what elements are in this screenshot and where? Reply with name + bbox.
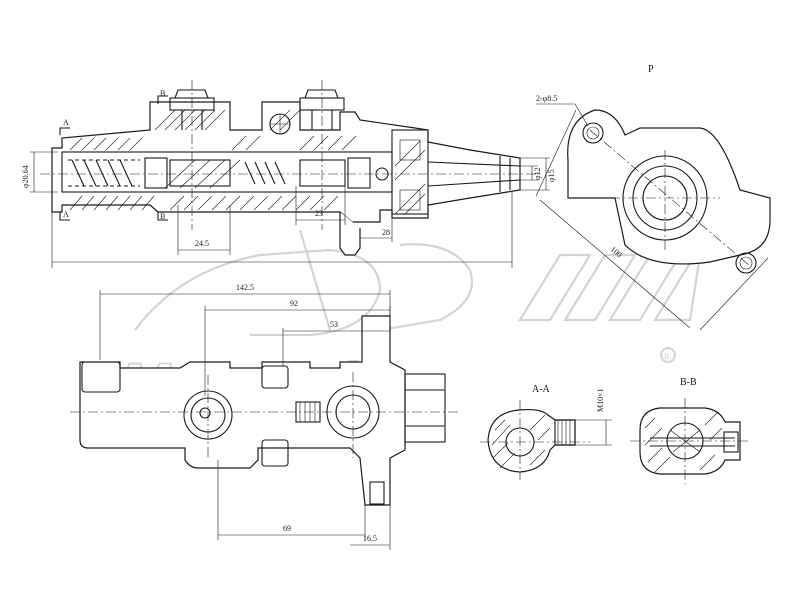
- plan-boss-bottom: [261, 439, 289, 467]
- dim-line-23: [295, 186, 346, 225]
- watermark-swoosh: [379, 243, 474, 332]
- top-section-view: A A B B φ20.64 24.5 23 28 φ12 φ15: [21, 80, 556, 268]
- booster-collar: [391, 129, 429, 215]
- aa-hatching: [491, 414, 551, 469]
- cut-label-b-top: B: [160, 89, 165, 98]
- plan-view: 142.5 92 53 69 16.5: [70, 283, 460, 550]
- section-aa-label: A-A: [532, 384, 551, 395]
- dim-line-230: [51, 192, 513, 268]
- registered-letter: R: [664, 352, 670, 361]
- leader-flange-holes: [536, 103, 589, 127]
- dim-24-5: 24.5: [195, 239, 209, 248]
- plan-port-centerlines: [207, 372, 354, 460]
- dim-m10-thread: M10×1: [596, 388, 605, 412]
- dim-line-100: [535, 109, 769, 331]
- push-rod: [427, 161, 521, 187]
- plan-body-outline: [79, 315, 406, 506]
- dim-flange-holes: 2-φ8.5: [536, 94, 557, 103]
- dim-100: 100: [609, 245, 624, 260]
- primary-piston: [169, 159, 231, 187]
- flange-hole-2: [735, 252, 757, 274]
- cylinder-body-section: [51, 101, 521, 223]
- dim-16-5: 16.5: [363, 534, 377, 543]
- plan-port-rear-hole: [199, 407, 211, 419]
- dim-line-53: [282, 328, 391, 366]
- dim-line-16-5: [350, 505, 391, 550]
- cut-line-a-top: [59, 127, 70, 135]
- bleed-screw-cross: [270, 114, 290, 134]
- dim-23: 23: [315, 209, 323, 218]
- piston-seal-2: [347, 157, 371, 189]
- plan-flange-side: [404, 373, 446, 443]
- view-p-flange: P 100 2-φ8.5: [535, 64, 771, 331]
- cut-label-a-bottom: A: [63, 210, 69, 219]
- watermark-swoosh: [134, 248, 382, 337]
- dim-line-d12: [520, 165, 538, 181]
- cut-line-a-bottom: [59, 212, 70, 221]
- plan-front-boss: [81, 361, 121, 393]
- bb-hatching: [644, 411, 723, 473]
- collar-seal-bottom: [399, 189, 421, 211]
- watermark-swoosh: [298, 229, 332, 331]
- dim-line-m10: [575, 419, 612, 446]
- dim-line-24-5: [177, 205, 231, 255]
- dim-line-bore: [30, 151, 58, 193]
- bb-pin: [650, 437, 735, 447]
- dim-92: 92: [290, 299, 298, 308]
- flange-centerlines: [589, 129, 751, 267]
- dim-53: 53: [330, 320, 338, 329]
- dim-line-142-5: [99, 290, 391, 360]
- plan-mount-slot: [369, 481, 385, 505]
- plan-boss-top: [261, 365, 289, 389]
- bb-centerlines: [630, 398, 750, 484]
- flange-hole-2-inner: [739, 256, 753, 270]
- piston-seal-1: [144, 157, 168, 189]
- flange-hole-1-inner: [586, 126, 600, 140]
- return-spring-secondary: [244, 161, 286, 185]
- flange-outline: [567, 109, 771, 265]
- flange-hole-1: [582, 122, 604, 144]
- cut-label-a-top: A: [63, 118, 69, 127]
- section-bb-label: B-B: [680, 377, 697, 388]
- cut-label-b-bottom: B: [160, 212, 165, 221]
- secondary-piston: [299, 159, 346, 187]
- plan-flange-steps: [405, 389, 445, 427]
- watermark-stripes: [518, 253, 702, 322]
- return-spring-primary: [68, 159, 140, 187]
- dim-d15: φ15: [547, 169, 556, 182]
- cut-line-b-bottom: [157, 212, 168, 221]
- dim-142-5: 142.5: [236, 283, 254, 292]
- registered-mark: [659, 346, 677, 364]
- aa-thread: [557, 420, 571, 445]
- collar-seal-top: [399, 139, 421, 161]
- dim-28: 28: [382, 228, 390, 237]
- dim-line-69: [217, 460, 366, 540]
- dim-bore-diameter: φ20.64: [21, 165, 30, 188]
- dim-69: 69: [283, 524, 291, 533]
- aa-port: [554, 419, 576, 446]
- cut-line-b-top: [157, 95, 168, 104]
- dim-line-92: [204, 306, 391, 396]
- view-p-label: P: [648, 64, 654, 75]
- section-a-a: A-A M10×1: [480, 384, 612, 480]
- dim-line-28: [359, 218, 393, 242]
- dim-d12: φ12: [533, 167, 542, 180]
- aa-centerlines: [480, 400, 590, 480]
- section-b-b: B-B: [630, 377, 750, 484]
- bb-pin-head: [723, 431, 739, 453]
